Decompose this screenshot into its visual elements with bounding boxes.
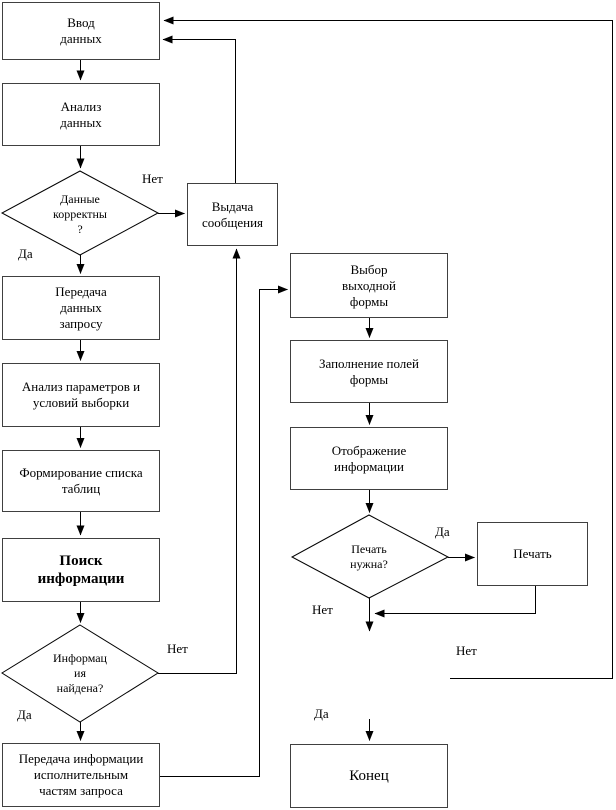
edge-label-yes-data-correct: Да — [18, 246, 33, 261]
node-transfer-info: Передача информации исполнительным частя… — [2, 743, 160, 807]
edge-label-yes-info-found: Да — [17, 707, 32, 722]
node-select-output-form: Выбор выходной формы — [290, 253, 448, 318]
edge-label-no-data-correct: Нет — [142, 171, 163, 186]
edge-label-yes-print: Да — [435, 524, 450, 539]
arrow-transferinfo-to-selectform — [160, 285, 288, 777]
node-search-info: Поиск информации — [2, 538, 160, 602]
arrow-print-return — [374, 586, 536, 618]
diamond-data-correct-label: Данные корректны ? — [53, 191, 107, 236]
node-print: Печать — [477, 522, 588, 586]
node-message-output: Выдача сообщения — [187, 183, 278, 246]
node-input: Ввод данных — [2, 2, 160, 60]
node-analyze-data: Анализ данных — [2, 83, 160, 146]
arrow-message-to-input — [162, 35, 236, 183]
edge-label-yes-end: Да — [314, 706, 329, 721]
node-fill-form-fields: Заполнение полей формы — [290, 340, 448, 403]
node-form-table-list: Формирование списка таблиц — [2, 450, 160, 512]
node-display-info: Отображение информации — [290, 427, 448, 490]
arrow-found-no-to-message — [158, 248, 241, 674]
diamond-print-needed-label: Печать нужна? — [350, 542, 388, 571]
node-end: Конец — [290, 744, 448, 808]
node-transfer-request: Передача данных запросу — [2, 276, 160, 340]
arrow-bottom-loop-to-input — [163, 16, 613, 679]
node-analyze-params: Анализ параметров и условий выборки — [2, 363, 160, 427]
edge-label-no-info-found: Нет — [167, 641, 188, 656]
diamond-info-found-label: Информац ия найдена? — [53, 650, 107, 695]
edge-label-no-print: Нет — [312, 602, 333, 617]
edge-label-no-bottom-loop: Нет — [456, 643, 477, 658]
